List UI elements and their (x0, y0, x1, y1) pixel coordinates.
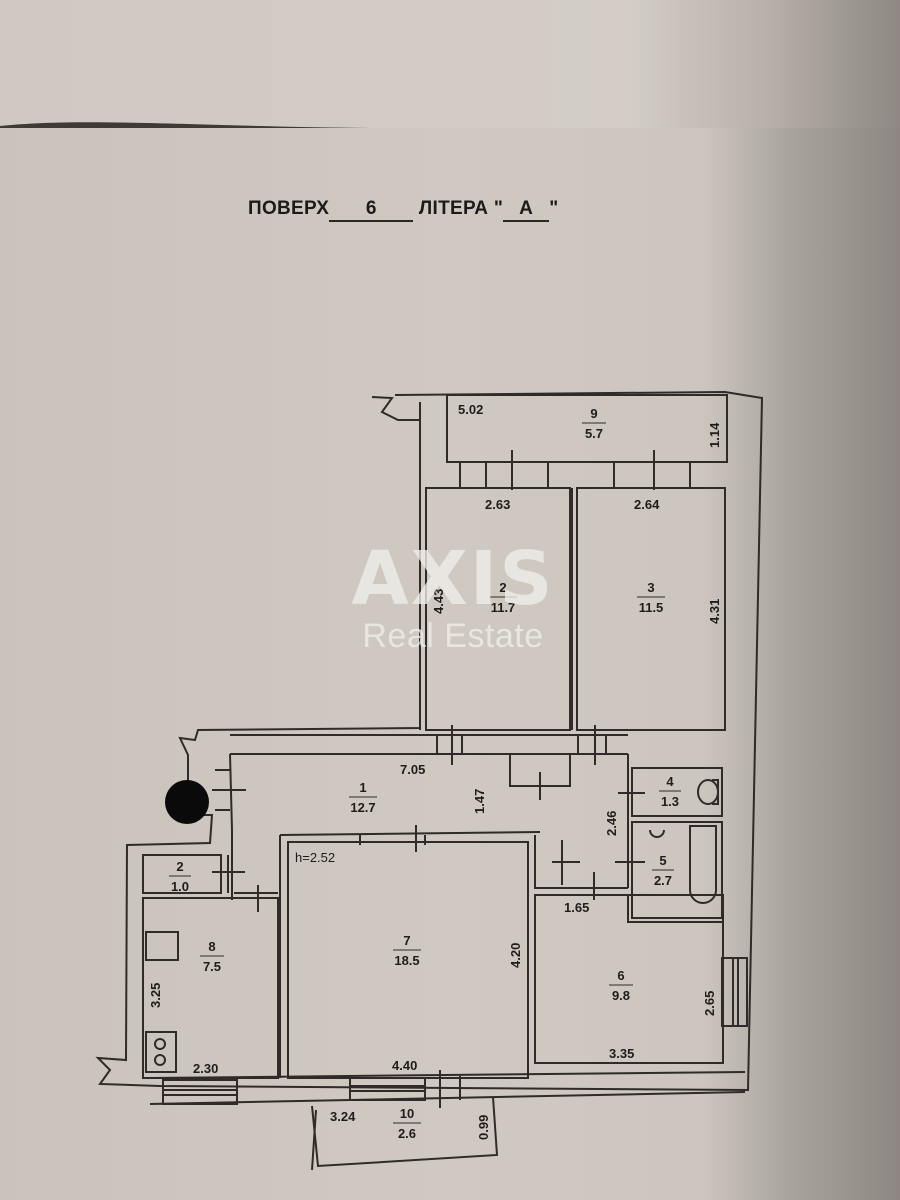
room-3-number: 3 (647, 580, 654, 595)
dim-hall-width: 1.47 (472, 789, 487, 814)
floor-label: ПОВЕРХ (248, 198, 330, 219)
room-8-outline (142, 897, 279, 1079)
room-6-number: 6 (617, 968, 624, 983)
ceiling-height: h=2.52 (295, 850, 335, 865)
dim-balcony-bottom-length: 3.24 (330, 1109, 356, 1124)
letter-quote-close: " (549, 198, 559, 219)
letter-value: А (503, 198, 550, 222)
room-4-area: 1.3 (661, 794, 679, 809)
dim-balcony-top-length: 5.02 (458, 402, 483, 417)
background-sheet-top (0, 0, 900, 130)
room-2-area: 11.7 (491, 600, 516, 615)
floor-value: 6 (329, 198, 414, 222)
dim-corridor-width: 1.65 (564, 900, 589, 915)
dim-room7-width: 4.40 (392, 1058, 417, 1073)
dim-kitchen-depth: 3.25 (148, 983, 163, 1008)
room-2-number: 2 (499, 580, 506, 595)
room-3-outline (576, 487, 726, 731)
letter-label: ЛІТЕРА (418, 198, 489, 219)
dim-balcony-bottom-depth: 0.99 (476, 1115, 491, 1140)
dim-room6-width: 3.35 (609, 1046, 634, 1061)
dim-balcony-top-depth: 1.14 (707, 422, 722, 448)
room-1-number: 1 (359, 780, 366, 795)
room-3-area: 11.5 (639, 600, 664, 615)
room-6-area: 9.8 (612, 988, 630, 1003)
room-storage-number: 2 (176, 859, 183, 874)
dim-room2-width: 2.63 (485, 497, 510, 512)
dim-room7-depth: 4.20 (508, 943, 523, 968)
dim-hall-length: 7.05 (400, 762, 425, 777)
room-5-number: 5 (659, 853, 666, 868)
dim-room6-depth: 2.65 (702, 991, 717, 1016)
dim-corridor-length: 2.46 (604, 811, 619, 836)
dim-kitchen-width: 2.30 (193, 1061, 218, 1076)
dim-room3-depth: 4.31 (707, 599, 722, 624)
room-1-area: 12.7 (350, 800, 375, 815)
riser-marker (165, 780, 209, 824)
room-7-number: 7 (403, 933, 410, 948)
dim-room2-depth: 4.43 (431, 589, 446, 614)
room-5-outline (631, 821, 723, 919)
room-10-number: 10 (400, 1106, 414, 1121)
room-9-area: 5.7 (585, 426, 603, 441)
letter-quote-open: " (493, 198, 504, 219)
room-9-outline (446, 394, 728, 463)
room-5-area: 2.7 (654, 873, 672, 888)
room-8-area: 7.5 (203, 959, 221, 974)
room-10-area: 2.6 (398, 1126, 416, 1141)
room-7-area: 18.5 (394, 953, 419, 968)
dim-room3-width: 2.64 (634, 497, 660, 512)
room-2-outline (425, 487, 571, 731)
room-8-number: 8 (208, 939, 215, 954)
room-storage-area: 1.0 (171, 879, 189, 894)
room-4-number: 4 (666, 774, 674, 789)
room-9-number: 9 (590, 406, 597, 421)
